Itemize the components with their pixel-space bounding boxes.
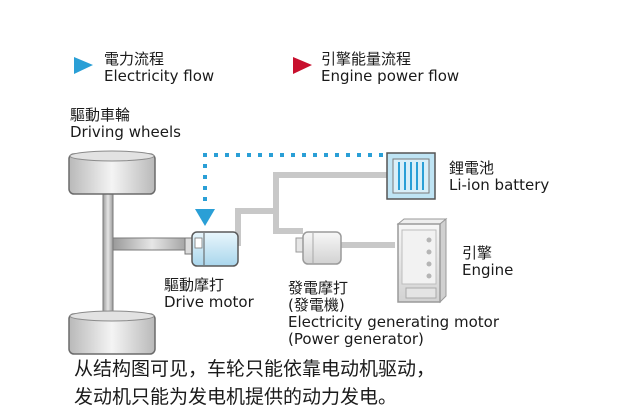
drive-motor-en: Drive motor xyxy=(164,293,254,311)
connector-lines xyxy=(235,172,395,248)
drive-motor-icon xyxy=(184,231,239,267)
electricity-flow-path xyxy=(195,153,383,226)
legend-engine-label: 引擎能量流程 Engine power flow xyxy=(321,51,459,85)
driving-wheels-zh: 驅動車輪 xyxy=(70,106,131,124)
engine-zh: 引擎 xyxy=(462,244,493,262)
driving-wheels-label: 驅動車輪 Driving wheels xyxy=(70,107,181,141)
driving-wheels-icon xyxy=(68,150,192,355)
caption-line-1: 从结构图可见，车轮只能依靠电动机驱动， xyxy=(74,358,436,380)
drive-motor-label: 驅動摩打 Drive motor xyxy=(164,277,254,311)
generator-icon xyxy=(295,231,342,265)
generator-en-1: Electricity generating motor xyxy=(288,313,499,331)
legend-electricity-zh: 電力流程 xyxy=(104,50,165,68)
legend-engine-en: Engine power flow xyxy=(321,67,460,85)
battery-en: Li-ion battery xyxy=(449,176,550,194)
legend-engine-zh: 引擎能量流程 xyxy=(321,50,412,68)
engine-label: 引擎 Engine xyxy=(462,245,513,279)
generator-en-2: (Power generator) xyxy=(288,330,424,348)
battery-zh: 鋰電池 xyxy=(449,159,495,177)
driving-wheels-en: Driving wheels xyxy=(70,123,181,141)
caption-line-2: 发动机只能为发电机提供的动力发电。 xyxy=(74,386,398,408)
generator-zh-1: 發電摩打 xyxy=(288,279,349,297)
legend-electricity-label: 電力流程 Electricity flow xyxy=(104,51,214,85)
generator-label: 發電摩打 (發電機) Electricity generating motor … xyxy=(288,280,499,348)
drive-motor-zh: 驅動摩打 xyxy=(164,276,225,294)
engine-flow-marker xyxy=(293,57,312,74)
engine-en: Engine xyxy=(462,261,514,279)
engine-icon xyxy=(396,217,448,304)
electricity-flow-marker xyxy=(74,57,93,74)
legend-electricity-en: Electricity flow xyxy=(104,67,215,85)
battery-label: 鋰電池 Li-ion battery xyxy=(449,160,549,194)
li-ion-battery-icon xyxy=(386,152,436,200)
generator-zh-2: (發電機) xyxy=(288,296,345,314)
